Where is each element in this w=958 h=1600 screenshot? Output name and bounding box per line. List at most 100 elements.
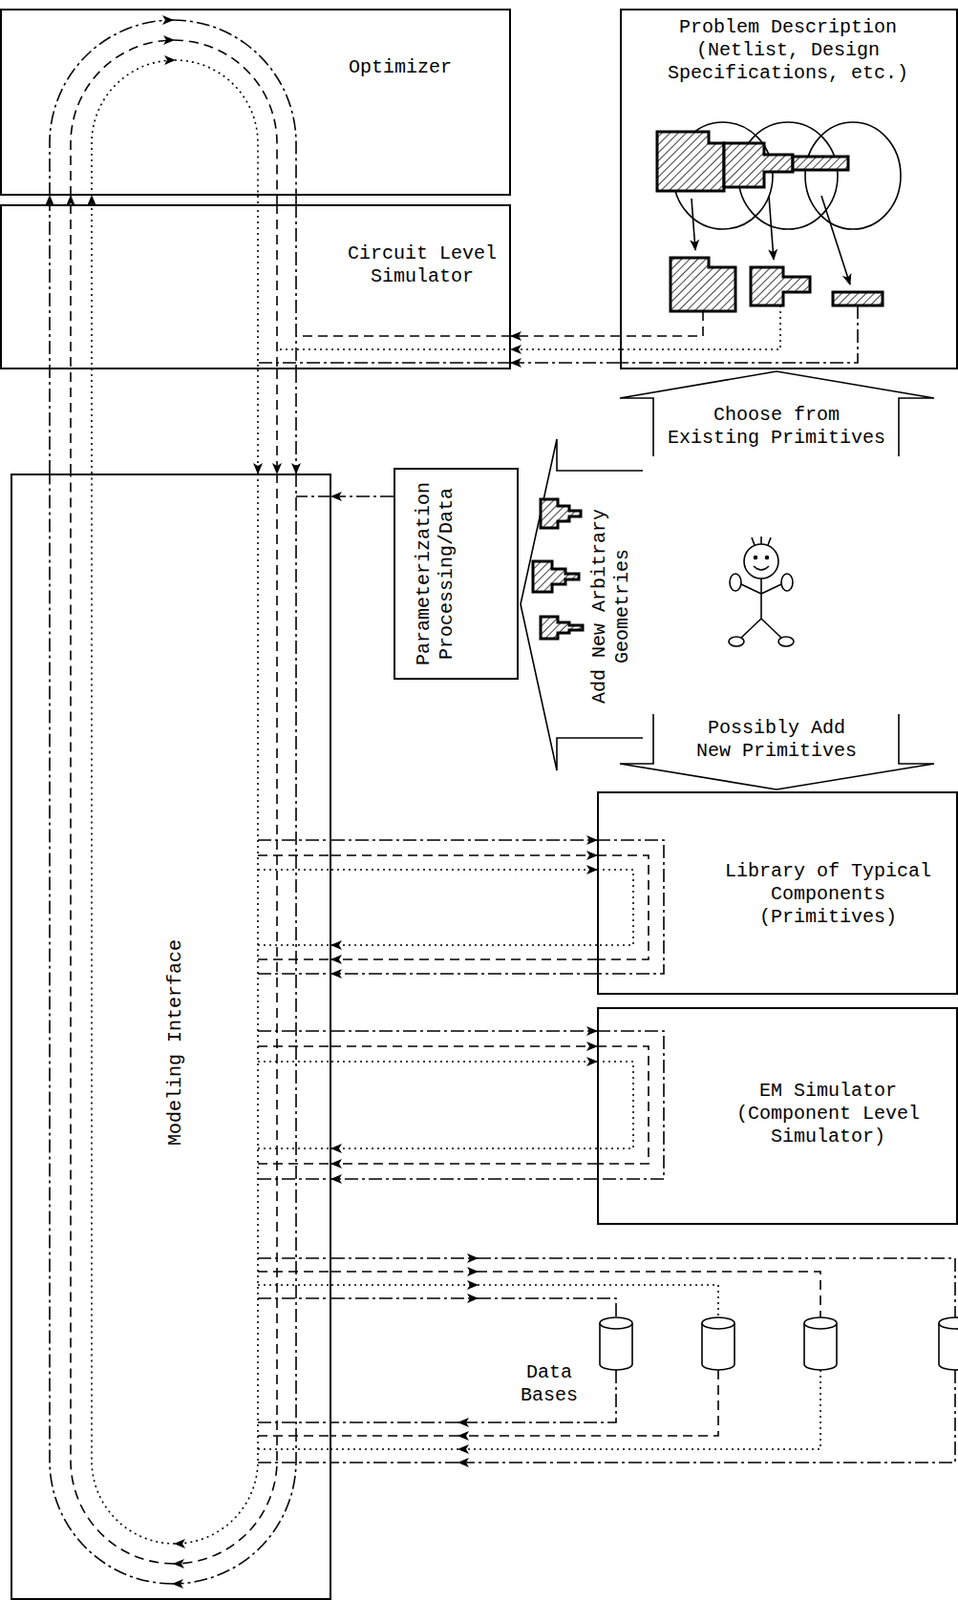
problem-illustration-part [768,195,774,260]
simulator-feed-lines-part [296,335,511,338]
connector-line [256,195,259,205]
interface-branch-lines-part [257,1045,332,1048]
interface-branch-lines-part [257,854,332,857]
problem-illustration-part [657,131,724,192]
database-cylinders [599,1318,958,1371]
database-lines-part [331,1284,478,1287]
interface-branch-lines-part [257,869,332,872]
new-geometry-shapes-part [540,499,581,529]
designer-figure-part [766,556,769,560]
flow-connector [510,336,620,363]
problem-illustration-part [619,305,781,350]
designer-figure [728,536,794,647]
return-loops [596,840,664,1180]
connector-line [48,195,51,474]
connector-line [331,1178,597,1181]
designer-figure-part [760,578,763,619]
new-geometry-shapes-part [540,617,583,639]
problem-illustration-part [619,311,703,337]
feedback-loop-part [174,473,258,1545]
database-lines-part [477,1258,956,1319]
problem-illustration [619,122,901,363]
box-label: Problem Description (Netlist, Design Spe… [659,16,917,86]
feedback-loop-part [49,473,173,1585]
designer-figure-part [751,536,771,546]
interface-branch-lines-part [257,1448,332,1451]
database-lines-part [331,1257,478,1260]
feedback-loop-part [49,20,173,196]
interface-branch-lines-part [257,1462,332,1465]
database-lines-part [331,1435,459,1438]
new-geometry-shapes [532,499,583,639]
box-label: EM Simulator (Component Level Simulator) [727,1080,929,1150]
return-loops-part [596,855,649,960]
connector-line [295,369,298,474]
connector-line [69,195,72,474]
connector-line [276,369,278,474]
interface-branch-lines [257,496,332,1464]
problem-illustration-part [670,257,736,312]
library-box: Library of Typical Components (Primitive… [596,791,958,996]
interface-branch-lines-part [257,1435,332,1438]
feedback-loop-part [91,60,175,196]
interface-branch-lines-part [257,1422,332,1425]
database-cylinders-part [804,1318,837,1330]
box-label: Modeling Interface [164,899,188,1187]
database-lines-part [458,1370,719,1437]
problem-illustration-part [792,156,849,171]
optimizer-box: Optimizer [0,8,511,196]
flow-connector [257,369,297,474]
new-geometry-shapes-part [532,561,579,593]
interface-branch-lines-part [257,1030,332,1033]
return-loops-part [596,1062,634,1150]
database-lines-part [458,1370,821,1450]
database-cylinders-part [804,1323,837,1371]
feedback-loop-part [295,204,298,370]
return-loops-part [596,840,664,975]
designer-figure-part [741,584,782,595]
feedback-loop-part [173,473,277,1565]
feedback-loop-part [256,204,259,370]
connector-line [510,348,620,351]
feedback-loop-part [91,473,175,1545]
problem-illustration-part [750,267,810,306]
database-lines [331,1258,956,1464]
connector-line [90,195,93,474]
database-lines-part [477,1272,821,1319]
flow-connector [331,1031,597,1180]
feedback-loop-part [276,204,278,370]
arrow-label: Choose from Existing Primitives [666,404,887,450]
connector-line [331,495,394,498]
connector-line [331,1148,597,1150]
box-label: Library of Typical Components (Primitive… [718,860,938,930]
flow-connector [331,496,394,498]
designer-figure-part [744,544,779,579]
database-cylinders-part [599,1318,633,1330]
database-lines-part [477,1285,719,1319]
designer-figure-part [728,637,745,647]
designer-figure-part [781,574,793,592]
problem-illustration-part [805,122,901,230]
connector-line [331,1030,597,1033]
interface-branch-lines-part [257,1061,332,1064]
database-lines-part [331,1462,459,1465]
designer-figure-part [778,637,794,647]
box-label: Parameterization Processing/Data [412,473,459,675]
problem-illustration-part [832,292,883,306]
database-cylinders-part [702,1318,735,1330]
feedback-loop-part [173,40,277,196]
problem-illustration-part [723,143,793,188]
database-cylinders-part [938,1323,958,1371]
database-lines-part [331,1422,459,1425]
block-arrows-part [619,714,935,790]
connector-line [331,973,597,976]
feedback-loop [49,20,297,1585]
simulator-feed-lines [257,336,511,363]
box-label: Circuit Level Simulator [340,242,504,289]
arrow-label: Add New Arbitrary Geometries [588,504,635,710]
interface-branch-lines-part [257,973,332,976]
interface-branch-lines-part [257,1257,332,1260]
